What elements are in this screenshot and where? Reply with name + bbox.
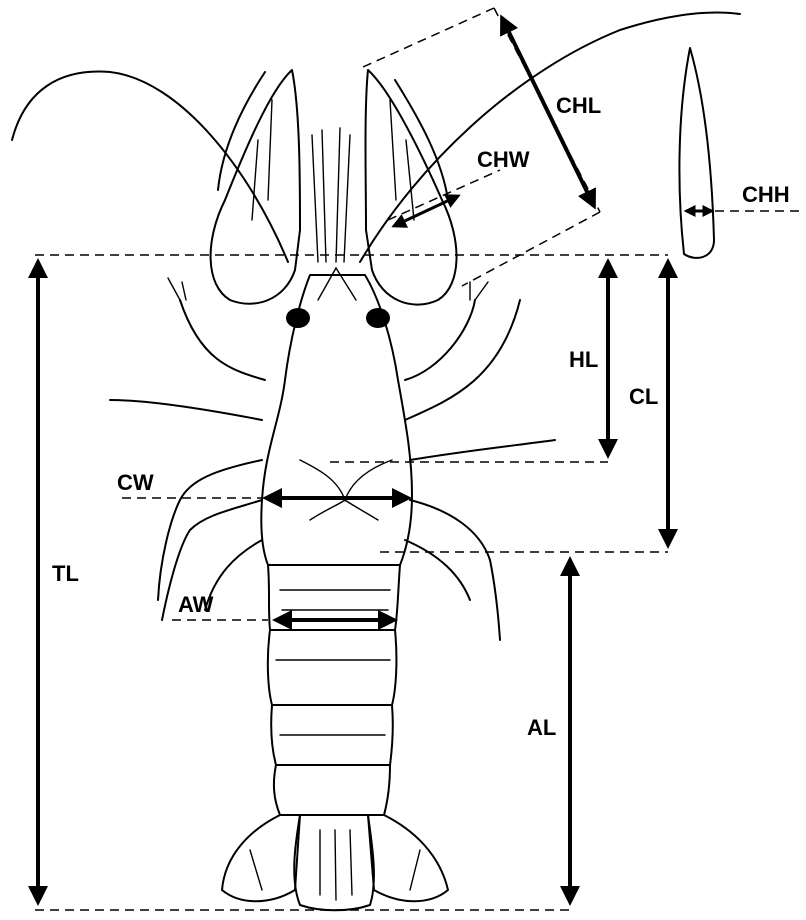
right-legs (405, 282, 555, 640)
label-aw: AW (178, 592, 214, 617)
right-claw (366, 70, 457, 305)
antennules (312, 128, 350, 262)
label-chh: CHH (742, 182, 790, 207)
label-chw: CHW (477, 147, 530, 172)
label-tl: TL (52, 561, 79, 586)
label-chl: CHL (556, 93, 601, 118)
cervical-groove (300, 460, 392, 500)
tail-fan (222, 815, 448, 910)
right-antenna (360, 13, 740, 262)
abdomen (268, 565, 400, 815)
label-al: AL (527, 715, 556, 740)
label-cw: CW (117, 470, 154, 495)
claw-finger-outline (679, 48, 714, 258)
left-claw (211, 70, 300, 304)
label-hl: HL (569, 347, 598, 372)
chw-arrow (394, 196, 458, 226)
left-antenna (12, 72, 288, 262)
label-cl: CL (629, 384, 658, 409)
left-legs (110, 278, 265, 620)
measurement-arrows (38, 18, 712, 902)
